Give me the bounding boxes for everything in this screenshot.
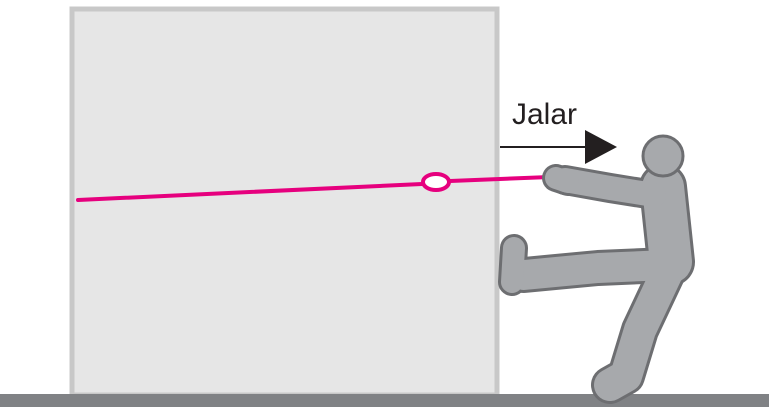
person-figure [512, 136, 683, 385]
pull-direction-arrow [500, 130, 617, 164]
ground-line [0, 394, 769, 407]
pull-label: Jalar [512, 98, 577, 131]
wall-block [72, 9, 497, 395]
person-head [643, 136, 683, 176]
rope-ring [423, 174, 449, 190]
